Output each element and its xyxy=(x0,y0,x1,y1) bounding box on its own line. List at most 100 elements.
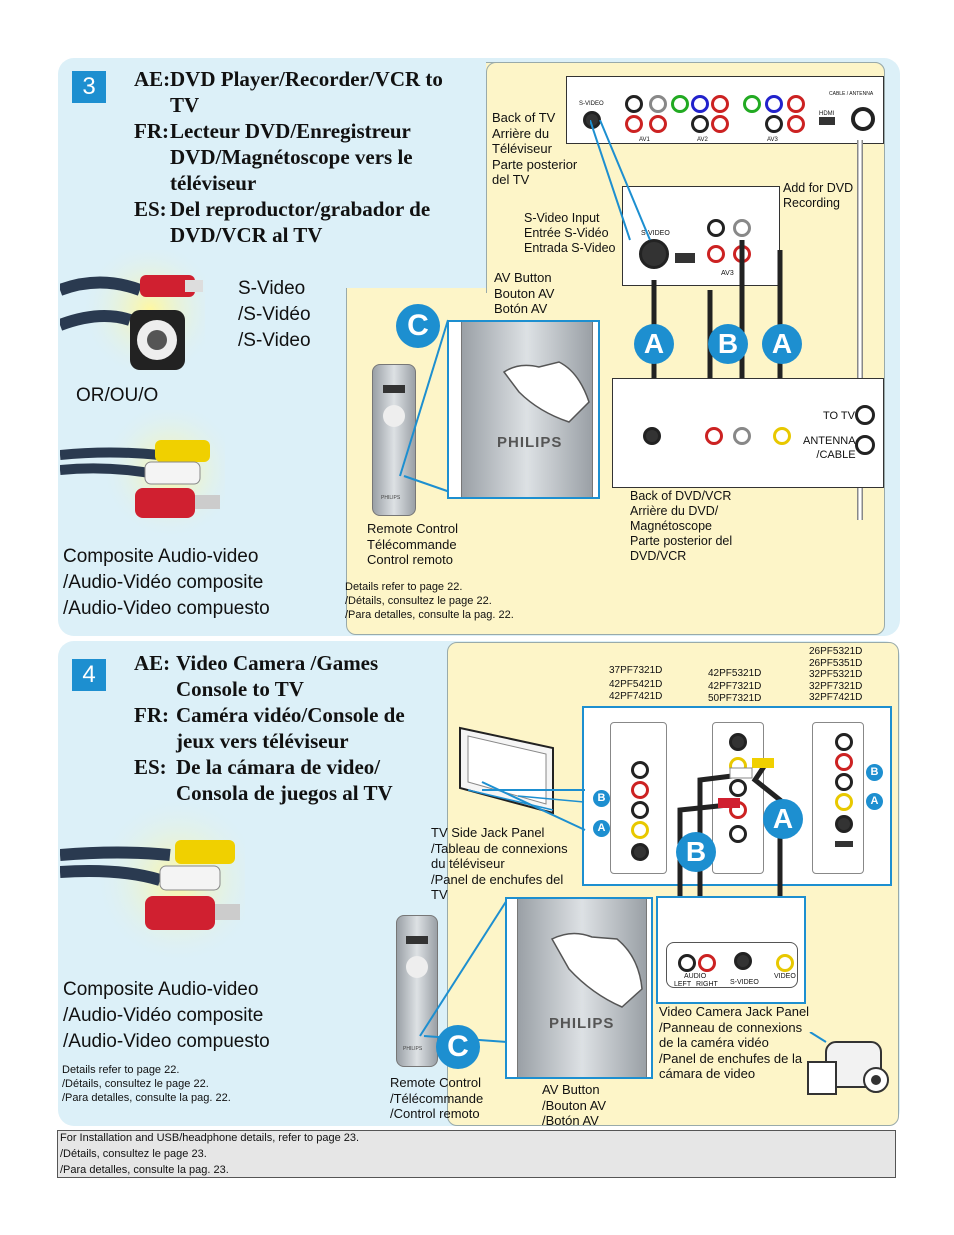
side3-svideo-jack xyxy=(835,815,853,833)
section-3-diagram-corner xyxy=(346,62,486,288)
remote4-dpad xyxy=(406,956,428,978)
tv-av3-jack-5 xyxy=(787,115,805,133)
cam-audio-left-jack xyxy=(678,954,696,972)
remote-dpad xyxy=(383,405,405,427)
svideo-cable-image xyxy=(60,250,205,380)
cam-right-label: RIGHT xyxy=(696,981,718,988)
tv-av1-jack-1 xyxy=(625,95,643,113)
dvd-video-out-jack xyxy=(773,427,791,445)
tv-av2-jack-3 xyxy=(711,95,729,113)
tv-svideo-label: S-VIDEO xyxy=(579,101,604,107)
heading4-es: ES:De la cámara de video/ Consola de jue… xyxy=(134,755,393,805)
tv-cable-label: CABLE / ANTENNA xyxy=(829,91,874,97)
heading-ae: AE:DVD Player/Recorder/VCR to TV xyxy=(134,67,443,117)
to-tv-label: TO TV xyxy=(823,410,855,422)
section-3-number: 3 xyxy=(72,71,106,103)
step-c-marker-3: C xyxy=(396,304,440,348)
cam-audio-label: AUDIO xyxy=(684,973,707,980)
remote-brand-4a: PHILIPS xyxy=(403,1046,423,1052)
heading-fr: FR:Lecteur DVD/Enregistreur DVD/Magnétos… xyxy=(134,119,413,195)
zoom-svideo-label: S-VIDEO xyxy=(641,230,670,237)
composite-label-4: Composite Audio-video /Audio-Vidéo compo… xyxy=(63,979,270,1052)
side1-b-marker: B xyxy=(593,790,610,807)
add-for-dvd-label: Add for DVD Recording xyxy=(783,181,854,210)
tv-av3-label: AV3 xyxy=(767,137,778,143)
side3-audio-l-jack xyxy=(835,773,853,791)
cam-audio-right-jack xyxy=(698,954,716,972)
remote-control-image-3: PHILIPS xyxy=(372,364,416,516)
or-label: OR/OU/O xyxy=(76,385,159,406)
tv-av2-jack-5 xyxy=(711,115,729,133)
heading-es: ES:Del reproductor/grabador de DVD/VCR a… xyxy=(134,197,431,247)
tv-side-jack-label: TV Side Jack Panel /Tableau de connexion… xyxy=(431,825,568,902)
side3-headphone-jack xyxy=(835,733,853,751)
details-note-3: Details refer to page 22. /Détails, cons… xyxy=(345,581,514,621)
remote-brand-3a: PHILIPS xyxy=(381,495,401,501)
cam-video-jack xyxy=(776,954,794,972)
composite-cable-image-4 xyxy=(60,800,245,965)
tv-av2-jack-4 xyxy=(691,115,709,133)
flat-tv-image xyxy=(459,726,585,815)
cam-a-marker: A xyxy=(763,799,803,839)
tv-av3-jack-1 xyxy=(743,95,761,113)
cam-b-marker: B xyxy=(676,832,716,872)
remote-zoom-lines-4 xyxy=(419,899,508,1043)
side1-audio-l-jack xyxy=(631,801,649,819)
models-group-2: 42PF5321D 42PF7321D 50PF7321D xyxy=(708,668,762,704)
pointing-hand-icon xyxy=(502,361,590,423)
tv-hdmi-label: HDMI xyxy=(819,111,835,117)
cable-a-marker-1: A xyxy=(634,324,674,364)
cable-a-marker-2: A xyxy=(762,324,802,364)
dvd-vcr-back-panel: TO TV ANTENNA /CABLE xyxy=(612,378,884,488)
video-camera-icon xyxy=(807,1032,889,1095)
dvd-audio-r-jack xyxy=(733,427,751,445)
step-c-marker-4: C xyxy=(436,1025,480,1069)
side1-svideo-jack xyxy=(631,843,649,861)
tv-zoom-lines xyxy=(481,781,586,831)
dvd-audio-l-jack xyxy=(705,427,723,445)
remote-control-label-4: Remote Control /Télécommande /Control re… xyxy=(390,1075,484,1121)
tv-av2-jack-2 xyxy=(691,95,709,113)
side1-headphone-jack xyxy=(631,761,649,779)
side1-video-jack xyxy=(631,821,649,839)
side3-video-jack xyxy=(835,793,853,811)
side-panel-1 xyxy=(610,722,667,874)
side-panel-3 xyxy=(812,722,864,874)
av-button-label-4: AV Button /Bouton AV /Botón AV xyxy=(542,1082,607,1128)
footer-line-2: /Détails, consultez le page 23. xyxy=(60,1148,207,1160)
remote-zoom-lines-3 xyxy=(399,319,451,493)
section-4-number: 4 xyxy=(72,659,106,691)
models-group-1: 37PF7321D 42PF5421D 42PF7421D xyxy=(609,665,663,702)
footer-line-1: For Installation and USB/headphone detai… xyxy=(60,1132,360,1144)
heading4-fr: FR:Caméra vidéo/Console de jeux vers tél… xyxy=(134,703,405,753)
svideo-input-label: S-Video Input Entrée S-Vidéo Entrada S-V… xyxy=(524,211,616,255)
cam-svideo-label: S-VIDEO xyxy=(730,979,759,986)
tv-hdmi-port xyxy=(819,117,835,125)
tv-back-panel: S-VIDEO AV1 AV2 AV3 HDMI CABLE / ANTENNA xyxy=(566,76,884,144)
video-camera-jack-label: Video Camera Jack Panel /Panneau de conn… xyxy=(659,1004,810,1081)
camera-jack-panel: AUDIO LEFT RIGHT S-VIDEO VIDEO xyxy=(656,896,806,1004)
heading4-ae: AE:Video Camera /Games Console to TV xyxy=(134,651,379,701)
zoom-av-jack-2 xyxy=(707,245,725,263)
section-4-cables xyxy=(677,758,783,935)
tv-av2-jack-1 xyxy=(671,95,689,113)
side1-audio-r-jack xyxy=(631,781,649,799)
remote4-screen xyxy=(406,936,428,944)
zoom-brand-4: PHILIPS xyxy=(549,1015,615,1032)
svideo-label: S-Video /S-Vidéo /S-Video xyxy=(238,278,311,351)
section-3-heading: AE:DVD Player/Recorder/VCR to TV FR:Lect… xyxy=(134,66,474,248)
tv-av1-label: AV1 xyxy=(639,137,650,143)
tv-av1-jack-3 xyxy=(649,95,667,113)
tv-av1-jack-4 xyxy=(649,115,667,133)
side2-svideo-jack xyxy=(729,733,747,751)
zoom-av3-label: AV3 xyxy=(721,270,734,277)
remote-control-label-3: Remote Control Télécommande Control remo… xyxy=(367,521,459,567)
pointing-hand-icon-4 xyxy=(550,932,643,1008)
footer-line-3: /Para detalles, consulte la pag. 23. xyxy=(60,1164,229,1176)
zoom-av-jack-1 xyxy=(707,219,725,237)
side3-usb-port xyxy=(835,841,853,847)
tv-av1-jack-2 xyxy=(625,115,643,133)
dvd-to-tv-jack xyxy=(855,405,875,425)
footer-note: For Installation and USB/headphone detai… xyxy=(57,1130,896,1178)
tv-antenna-jack xyxy=(851,107,875,131)
